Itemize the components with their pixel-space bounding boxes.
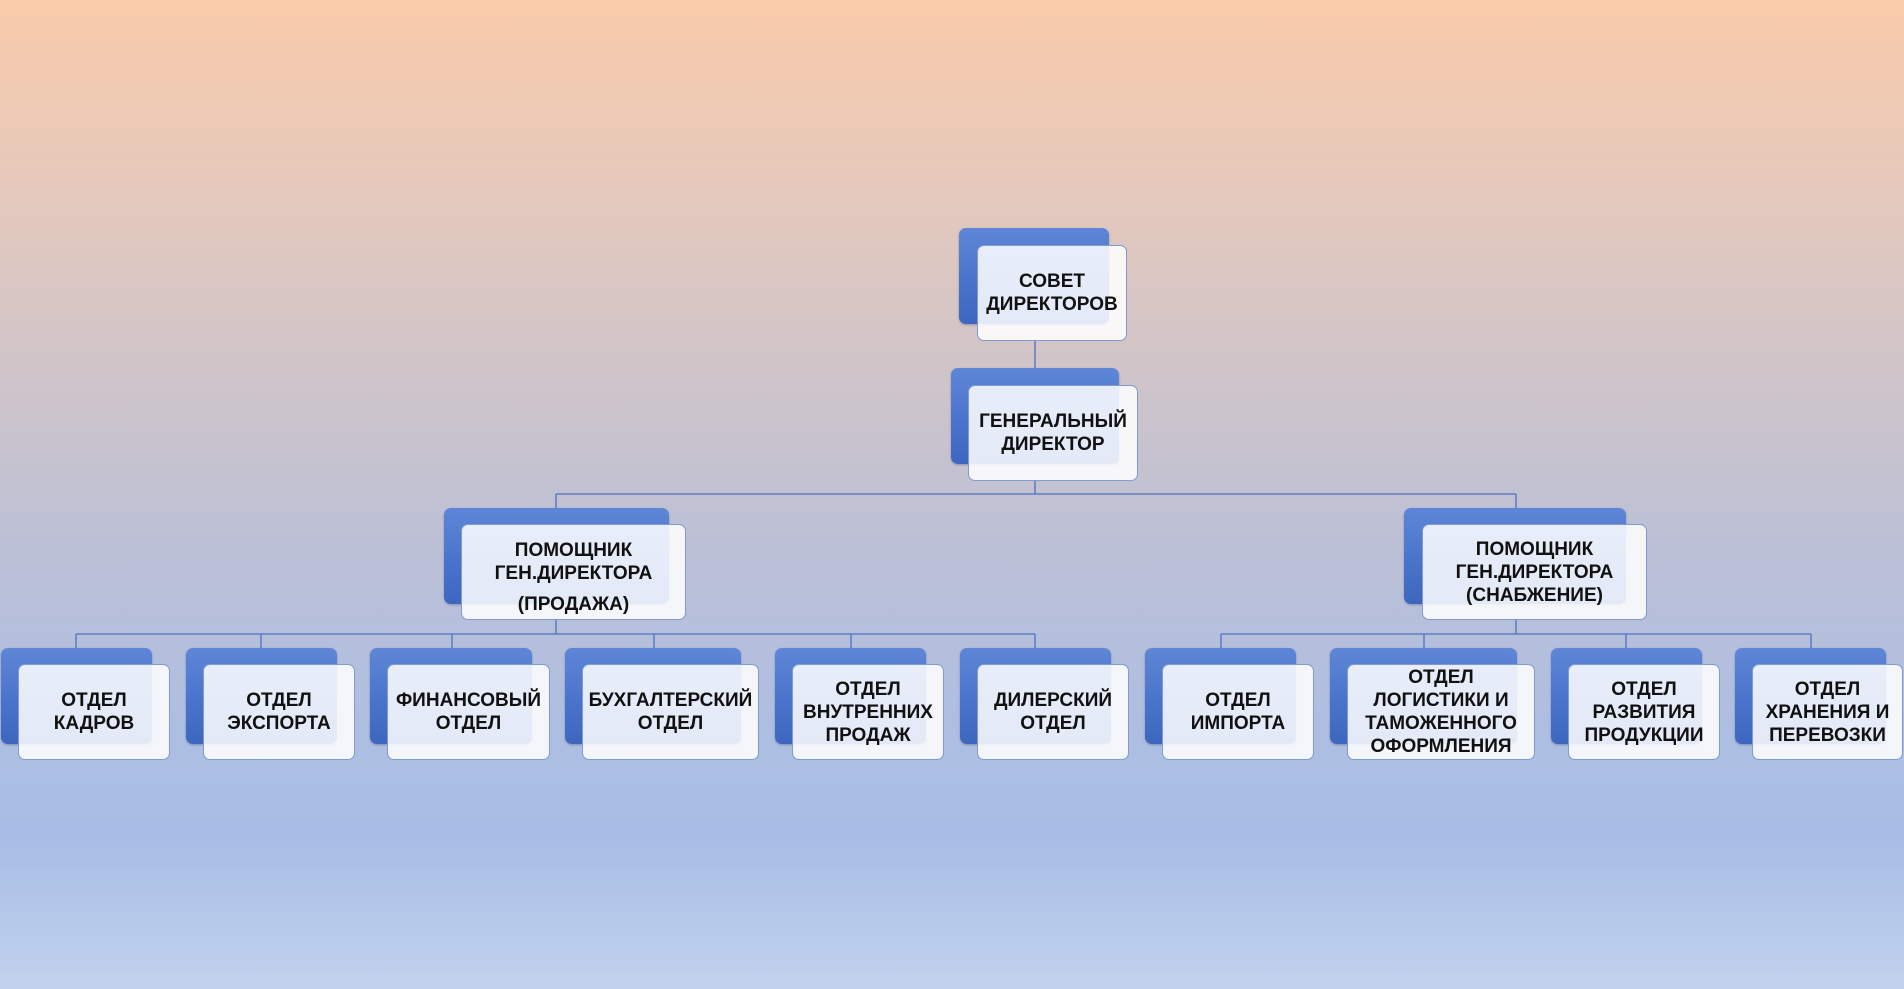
node-text-line: (ПРОДАЖА) [517,594,630,615]
node-label-box: ДИЛЕРСКИЙ ОТДЕЛ [977,664,1129,760]
node-text-line: ФИНАНСОВЫЙ [395,690,542,711]
node-text-line: ОТДЕЛ [246,690,312,711]
node-text-line: (СНАБЖЕНИЕ) [1466,584,1603,606]
node-text-line: ТАМОЖЕННОГО [1365,713,1517,734]
node-text-line: ДИРЕКТОР [1001,434,1105,455]
node-text-line: ПРОДАЖ [825,724,911,746]
node-text-line: ПРОДУКЦИИ [1584,724,1704,746]
node-text-line: ОТДЕЛ [61,690,127,711]
node-label-box: ОТДЕЛ ВНУТРЕННИХ ПРОДАЖ [792,664,944,760]
node-text-line: ДИРЕКТОРОВ [986,294,1118,315]
node-label-box: БУХГАЛТЕРСКИЙ ОТДЕЛ [582,664,759,760]
node-text-line: ОТДЕЛ [1020,713,1086,734]
node-text-line: СОВЕТ [1018,271,1086,292]
node-text-line: ГЕНЕРАЛЬНЫЙ [979,411,1127,432]
node-label-box: ОТДЕЛ ИМПОРТА [1162,664,1314,760]
node-label-box: ОТДЕЛ ЛОГИСТИКИ И ТАМОЖЕННОГО ОФОРМЛЕНИЯ [1347,664,1535,760]
node-text-line: РАЗВИТИЯ [1592,701,1696,723]
node-text-line: ОТДЕЛ [1408,667,1474,688]
node-label-box: ОТДЕЛ РАЗВИТИЯ ПРОДУКЦИИ [1568,664,1720,760]
node-text-line: БУХГАЛТЕРСКИЙ [588,690,753,711]
node-text-line: ЛОГИСТИКИ И [1373,690,1509,711]
node-text-line: ОТДЕЛ [1205,690,1271,711]
node-text-line: ВНУТРЕННИХ [803,701,933,723]
node-label-box: ПОМОЩНИК ГЕН.ДИРЕКТОРА (ПРОДАЖА) [461,524,686,620]
node-label-box: ФИНАНСОВЫЙ ОТДЕЛ [387,664,550,760]
node-label-box: ГЕНЕРАЛЬНЫЙ ДИРЕКТОР [968,385,1138,481]
node-label-box: ОТДЕЛ ЭКСПОРТА [203,664,355,760]
node-label-box: ОТДЕЛ КАДРОВ [18,664,170,760]
node-text-line: ГЕН.ДИРЕКТОРА [494,563,653,584]
node-text-line: ХРАНЕНИЯ И [1765,701,1890,723]
node-text-line: ПОМОЩНИК [514,540,633,561]
node-text-line: ОТДЕЛ [1611,678,1677,700]
node-text-line: ОТДЕЛ [435,713,502,734]
node-text-line: ОТДЕЛ [1794,678,1861,700]
node-label-box: ПОМОЩНИК ГЕН.ДИРЕКТОРА (СНАБЖЕНИЕ) [1422,524,1647,620]
node-text-line: ОФОРМЛЕНИЯ [1370,736,1512,757]
node-text-line: ИМПОРТА [1190,713,1286,734]
node-label-box: ОТДЕЛ ХРАНЕНИЯ И ПЕРЕВОЗКИ [1752,664,1903,760]
node-text-line: ЭКСПОРТА [227,713,331,734]
node-text-line: ОТДЕЛ [835,678,901,700]
node-text-line: ГЕН.ДИРЕКТОРА [1455,561,1614,583]
node-text-line: ДИЛЕРСКИЙ [993,690,1113,711]
node-text-line: ОТДЕЛ [637,713,704,734]
node-text-line: ПОМОЩНИК [1475,538,1594,560]
node-text-line: КАДРОВ [53,713,135,734]
node-label-box: СОВЕТ ДИРЕКТОРОВ [977,245,1127,341]
node-text-line: ПЕРЕВОЗКИ [1769,724,1886,746]
